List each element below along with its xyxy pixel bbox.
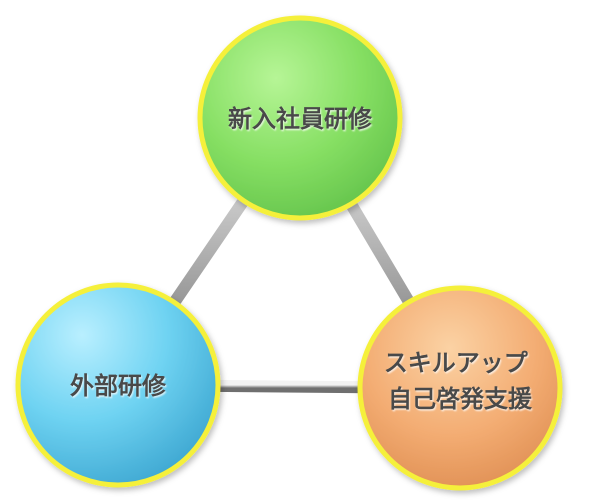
node-new-employee-training — [197, 15, 403, 221]
node-circle — [15, 282, 221, 488]
node-circle — [357, 285, 563, 491]
node-label-line: スキルアップ — [384, 348, 529, 377]
node-label-skillup: スキルアップ 自己啓発支援 — [384, 348, 536, 413]
node-label-line: 外部研修 — [70, 371, 167, 400]
node-label-new-employee: 新入社員研修 — [228, 104, 373, 133]
node-label-external: 外部研修 — [70, 371, 167, 400]
node-label-line: 新入社員研修 — [228, 104, 373, 133]
node-label-line: 自己啓発支援 — [388, 384, 533, 413]
node-circle — [197, 15, 403, 221]
node-skillup-training — [357, 285, 563, 491]
node-external-training — [15, 282, 221, 488]
